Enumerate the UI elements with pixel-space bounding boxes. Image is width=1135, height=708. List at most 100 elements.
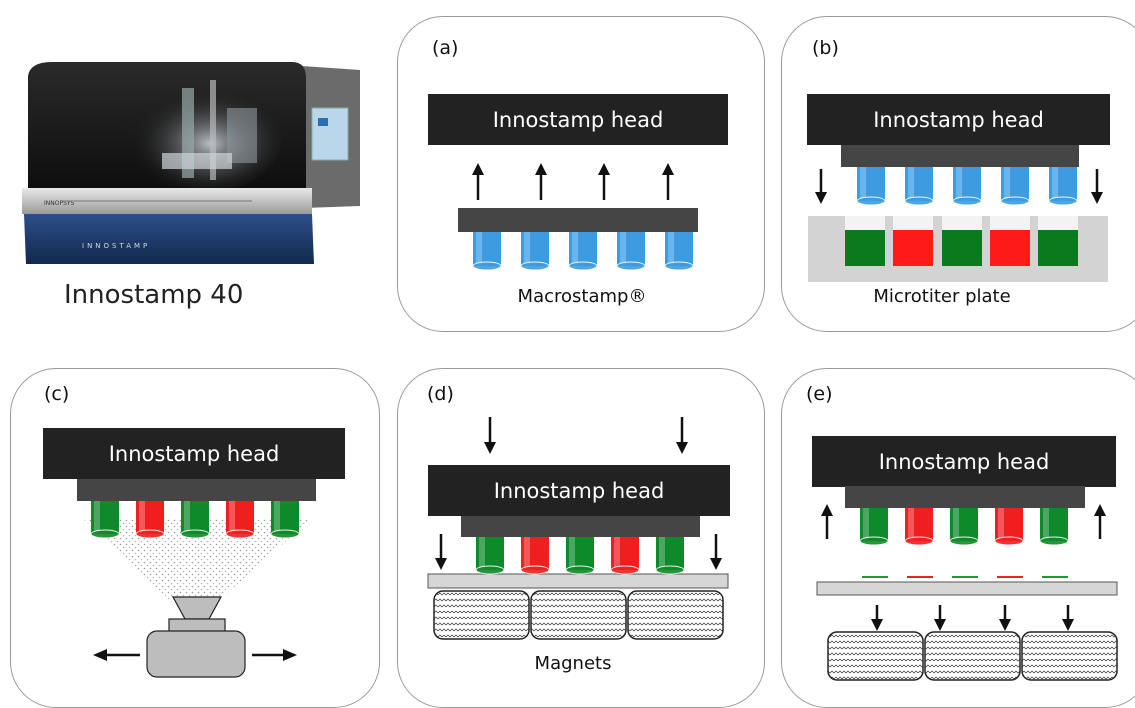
panel-d-drawing bbox=[427, 417, 729, 589]
magnet-icon bbox=[433, 590, 530, 640]
arrow-up-icon bbox=[535, 163, 547, 200]
stamp-pins bbox=[475, 537, 685, 575]
camera-icon bbox=[146, 596, 246, 678]
arrow-up-icon bbox=[598, 163, 610, 200]
pin-blue bbox=[856, 167, 886, 206]
arrow-down-icon bbox=[871, 605, 883, 631]
panel-label: (b) bbox=[812, 37, 839, 59]
arrow-down-icon bbox=[1091, 169, 1103, 204]
pin-green bbox=[949, 508, 979, 546]
panel-label: (e) bbox=[806, 383, 833, 405]
arrow-down-icon bbox=[999, 605, 1011, 631]
pin-green bbox=[1039, 508, 1069, 546]
pin-blue bbox=[952, 167, 982, 206]
pin-red bbox=[610, 537, 640, 575]
stamp-pins bbox=[856, 167, 1078, 206]
panel-label: (d) bbox=[427, 383, 454, 405]
macrostamp-caption: Macrostamp® bbox=[517, 286, 647, 307]
panel-b: (b) Innostamp head Microtiter plate bbox=[781, 16, 1135, 332]
stamp-carrier bbox=[841, 145, 1079, 167]
arrow-down-icon bbox=[934, 605, 946, 631]
pin-blue bbox=[664, 232, 694, 271]
stamp-pins bbox=[859, 508, 1069, 546]
well-red bbox=[893, 230, 933, 266]
innostamp-head-label: Innostamp head bbox=[873, 107, 1044, 132]
innostamp-head: Innostamp head bbox=[807, 94, 1110, 145]
pin-blue bbox=[616, 232, 646, 271]
panel-a: (a) Innostamp head Macrostamp® bbox=[397, 16, 765, 332]
panel-e-drawing bbox=[816, 486, 1118, 631]
pin-red bbox=[135, 501, 165, 539]
arrow-up-icon bbox=[1094, 504, 1106, 539]
pin-green bbox=[859, 508, 889, 546]
arrow-up-icon bbox=[662, 163, 674, 200]
innostamp-head: Innostamp head bbox=[812, 436, 1116, 487]
machine-small-text: INNOPSYS bbox=[44, 200, 75, 207]
stamp-carrier bbox=[845, 486, 1085, 508]
pin-blue bbox=[904, 167, 934, 206]
innostamp-machine-image: INNOPSYS INNOSTAMP bbox=[22, 58, 360, 268]
arrow-down-icon bbox=[484, 417, 496, 454]
arrow-left-icon bbox=[93, 649, 140, 661]
pin-blue bbox=[472, 232, 502, 271]
slide bbox=[816, 581, 1118, 596]
pin-red bbox=[520, 537, 550, 575]
macrostamp-carrier bbox=[458, 208, 698, 232]
arrow-down-icon bbox=[676, 417, 688, 454]
pin-red bbox=[994, 508, 1024, 546]
magnet-icon bbox=[627, 590, 724, 640]
pin-green bbox=[475, 537, 505, 575]
innostamp-head-label: Innostamp head bbox=[108, 441, 280, 466]
panel-c: (c) Innostamp head bbox=[10, 368, 380, 708]
pin-green bbox=[270, 501, 300, 539]
magnets bbox=[827, 631, 1118, 681]
stamp-carrier bbox=[77, 479, 316, 501]
pin-blue bbox=[520, 232, 550, 271]
well-red bbox=[990, 230, 1030, 266]
pin-green bbox=[180, 501, 210, 539]
pin-blue bbox=[568, 232, 598, 271]
arrow-down-icon bbox=[815, 169, 827, 204]
machine-caption: Innostamp 40 bbox=[64, 280, 244, 310]
stamp-pins bbox=[90, 501, 300, 539]
well-green bbox=[942, 230, 982, 266]
stamp-carrier bbox=[461, 515, 700, 537]
panel-e: (e) Innostamp head bbox=[781, 368, 1135, 708]
magnet-icon bbox=[827, 631, 924, 681]
arrow-up-icon bbox=[821, 504, 833, 539]
well-green bbox=[845, 230, 885, 266]
microtiter-caption: Microtiter plate bbox=[873, 286, 1011, 307]
arrow-up-icon bbox=[472, 163, 484, 200]
panel-label: (a) bbox=[432, 37, 459, 59]
arrow-down-icon bbox=[1062, 605, 1074, 631]
panel-label: (c) bbox=[44, 383, 70, 405]
pin-red bbox=[904, 508, 934, 546]
panel-c-drawing bbox=[77, 479, 316, 678]
innostamp-head-label: Innostamp head bbox=[492, 107, 664, 132]
magnet-icon bbox=[924, 631, 1021, 681]
machine-brand-text: INNOSTAMP bbox=[82, 242, 150, 250]
pin-blue bbox=[1000, 167, 1030, 206]
pin-red bbox=[225, 501, 255, 539]
panel-a-drawing bbox=[458, 163, 698, 232]
magnets-caption: Magnets bbox=[534, 653, 612, 674]
arrow-down-icon bbox=[435, 534, 447, 570]
pin-green bbox=[90, 501, 120, 539]
macrostamp-pins bbox=[472, 232, 694, 271]
arrow-right-icon bbox=[252, 649, 297, 661]
pin-green bbox=[565, 537, 595, 575]
well-green bbox=[1038, 230, 1078, 266]
innostamp-head: Innostamp head bbox=[428, 465, 730, 516]
innostamp-head: Innostamp head bbox=[428, 94, 728, 145]
panel-d: (d) Innostamp head Magnets bbox=[397, 368, 765, 708]
panel-b-drawing bbox=[808, 145, 1108, 282]
pin-blue bbox=[1048, 167, 1078, 206]
arrow-down-icon bbox=[710, 534, 722, 570]
magnet-icon bbox=[530, 590, 627, 640]
innostamp-head-label: Innostamp head bbox=[493, 478, 665, 503]
scan-beam bbox=[83, 519, 311, 603]
innostamp-head-label: Innostamp head bbox=[878, 449, 1050, 474]
magnets bbox=[433, 590, 724, 640]
magnet-icon bbox=[1021, 631, 1118, 681]
pin-green bbox=[655, 537, 685, 575]
